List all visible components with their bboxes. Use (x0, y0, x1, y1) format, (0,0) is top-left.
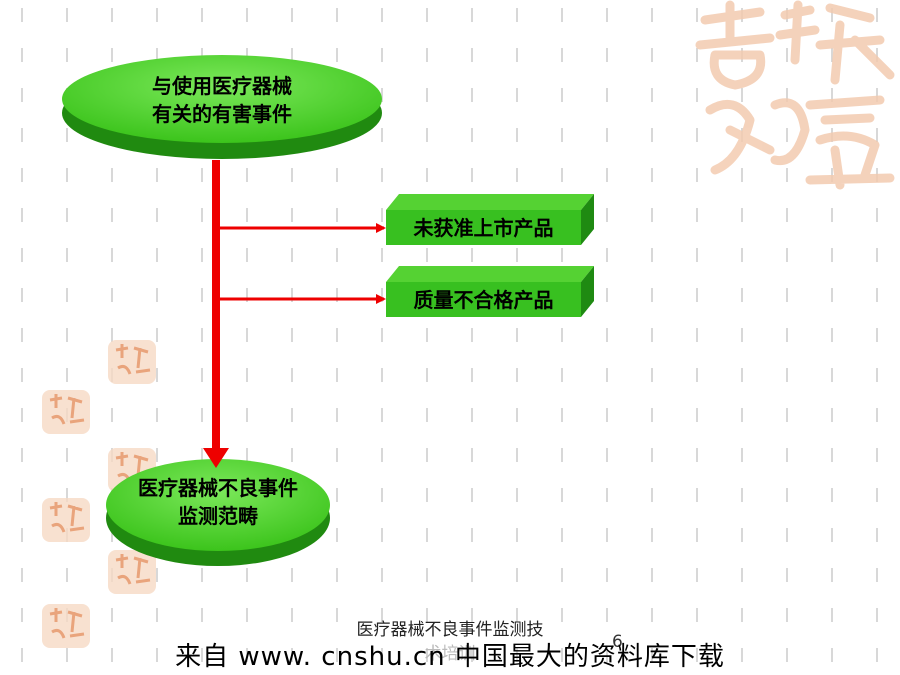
bottom-node-label: 医疗器械不良事件 监测范畴 (108, 474, 328, 530)
branch-box-2-label: 质量不合格产品 (413, 288, 554, 312)
footer-title-line-2: 术培训 (424, 644, 476, 664)
large-seal-decoration (695, 0, 895, 190)
branch-box-1-shape (386, 194, 594, 245)
small-seal-decoration (42, 604, 90, 648)
bottom-node-shape (106, 459, 330, 566)
footer-title-line-1: 医疗器械不良事件监测技 (356, 620, 544, 640)
small-seal-decoration (108, 550, 156, 594)
small-seal-decoration (42, 390, 90, 434)
top-node-line-1: 与使用医疗器械 (152, 74, 292, 98)
top-node-shape (62, 55, 382, 159)
bottom-node-line-1: 医疗器械不良事件 (138, 476, 298, 500)
top-node-line-2: 有关的有害事件 (152, 102, 292, 126)
branch-box-2-shape (386, 266, 594, 317)
bottom-node-line-2: 监测范畴 (178, 504, 258, 528)
small-seal-decoration (42, 498, 90, 542)
branch-box-1-label: 未获准上市产品 (413, 216, 554, 240)
footer-banner: 来自 www. cnshu.cn 中国最大的资料库下载 (175, 642, 725, 672)
small-seal-decoration (108, 340, 156, 384)
top-node-label: 与使用医疗器械 有关的有害事件 (122, 72, 322, 128)
main-arrow (203, 160, 229, 468)
footer-title: 医疗器械不良事件监测技 术培训 (300, 618, 600, 666)
page-number: 6 (612, 632, 623, 652)
